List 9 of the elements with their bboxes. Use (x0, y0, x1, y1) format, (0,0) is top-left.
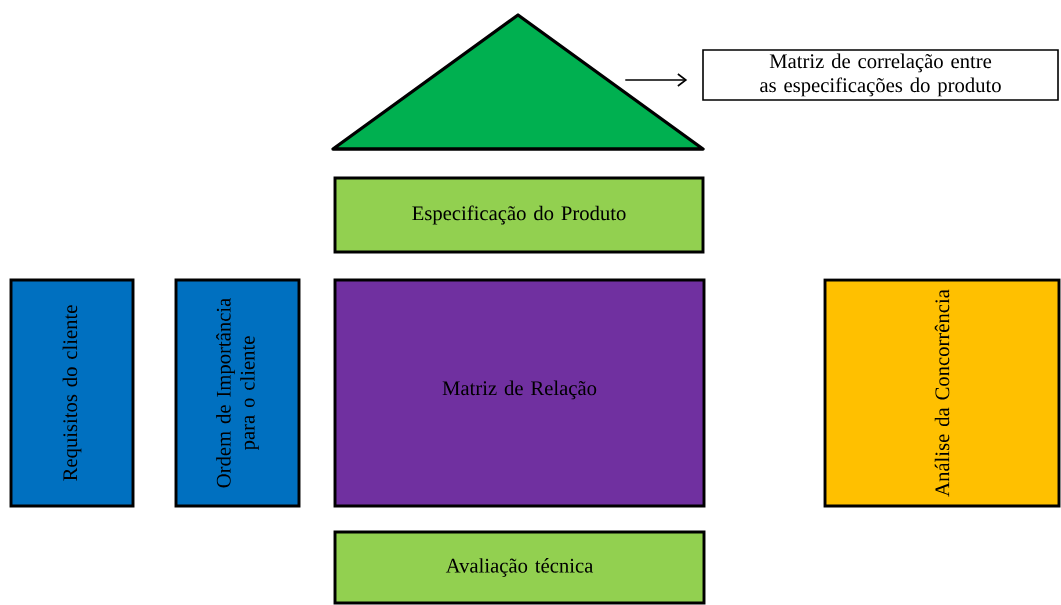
arrow (624, 73, 688, 87)
matrix-box: Avaliação técnica (333, 530, 706, 605)
matrix-box: Ordem de Importância para o cliente (174, 278, 301, 508)
matrix-box: Especificação do Produto (333, 176, 705, 254)
matrix-box: Requisitos do cliente (9, 278, 135, 508)
matrix-box: Matriz de Relação (333, 278, 706, 508)
roof-triangle (331, 13, 705, 151)
callout-box: Matriz de correlação entre as especificações do produto (702, 49, 1059, 101)
matrix-box: Análise da Concorrência (823, 278, 1061, 508)
